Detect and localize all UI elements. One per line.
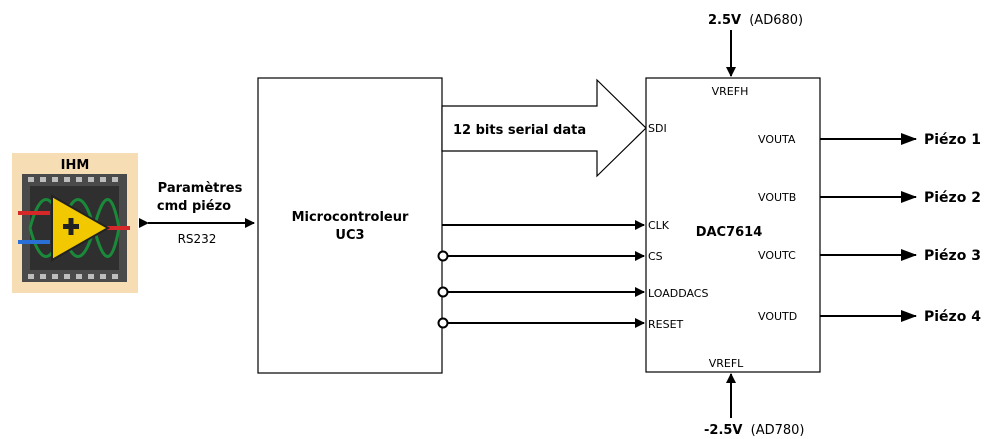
link-protocol: RS232 xyxy=(178,232,217,246)
dac-pin-reset: RESET xyxy=(648,318,684,331)
dac-pin-voutd: VOUTD xyxy=(758,310,797,323)
rs232-link: Paramètres cmd piézo RS232 xyxy=(139,181,255,246)
piezo-1-label: Piézo 1 xyxy=(924,132,981,148)
dac-pin-clk: CLK xyxy=(648,219,670,232)
ihm-title: IHM xyxy=(61,158,90,173)
dac-vrefl: VREFL xyxy=(709,357,744,370)
piezo-outputs: Piézo 1 Piézo 2 Piézo 3 Piézo 4 xyxy=(820,132,981,325)
dac-pin-sdi: SDI xyxy=(648,122,667,135)
dac-pin-voutc: VOUTC xyxy=(758,249,796,262)
supply-bottom: -2.5V (AD780) xyxy=(704,373,805,438)
loaddacs-inversion-bubble xyxy=(437,286,449,298)
dac-pin-voutb: VOUTB xyxy=(758,191,796,204)
dac-vrefh: VREFH xyxy=(712,85,749,98)
supply-top-value: 2.5V (AD680) xyxy=(708,13,803,28)
serial-data-arrow: 12 bits serial data xyxy=(441,78,647,178)
control-signals xyxy=(437,220,645,329)
dac-block: DAC7614 VREFH VREFL SDI CLK CS LOADDACS … xyxy=(645,77,821,373)
micro-name: Microcontroleur xyxy=(292,210,409,225)
piezo-3-label: Piézo 3 xyxy=(924,248,981,264)
dac-pin-loaddacs: LOADDACS xyxy=(648,287,708,300)
dac-box xyxy=(645,77,821,373)
link-label-line1: Paramètres xyxy=(158,181,243,196)
microcontroller-box xyxy=(257,77,443,374)
reset-inversion-bubble xyxy=(437,317,449,329)
labview-icon xyxy=(18,174,130,282)
serial-data-label: 12 bits serial data xyxy=(453,123,586,138)
piezo-4-label: Piézo 4 xyxy=(924,309,981,325)
cs-inversion-bubble xyxy=(437,250,449,262)
dac-pin-cs: CS xyxy=(648,250,663,263)
supply-top: 2.5V (AD680) xyxy=(708,13,803,77)
dac-pin-vouta: VOUTA xyxy=(758,133,796,146)
supply-bottom-value: -2.5V (AD780) xyxy=(704,423,805,438)
piezo-2-label: Piézo 2 xyxy=(924,190,981,206)
link-label-line2: cmd piézo xyxy=(157,199,231,214)
dac-name: DAC7614 xyxy=(696,225,763,240)
microcontroller-block: Microcontroleur UC3 xyxy=(257,77,443,374)
ihm-block: IHM xyxy=(12,153,138,293)
micro-model: UC3 xyxy=(335,228,364,243)
